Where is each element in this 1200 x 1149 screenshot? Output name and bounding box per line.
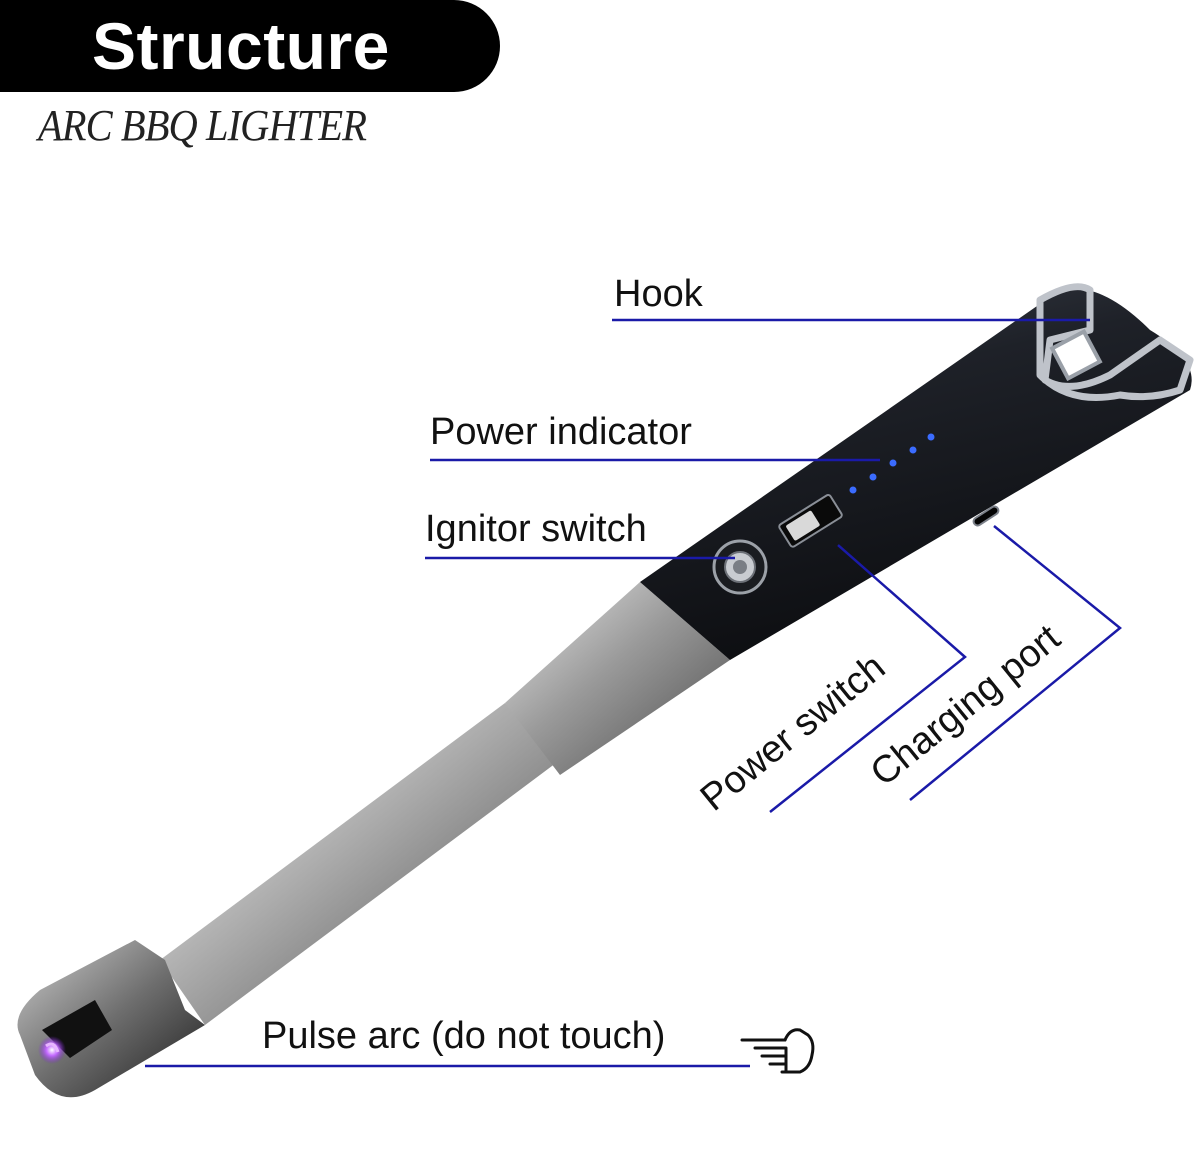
indicator-led — [889, 459, 897, 467]
pulse-arc-label: Pulse arc (do not touch) — [262, 1015, 666, 1057]
indicator-led — [909, 446, 917, 454]
hook-label: Hook — [614, 273, 703, 315]
power-switch-slider — [778, 494, 843, 548]
leader-lines — [145, 318, 1122, 1068]
ignitor-switch-label: Ignitor switch — [425, 508, 647, 550]
hook-end — [1036, 283, 1194, 401]
steel-rod — [160, 703, 560, 1025]
ignitor-button — [712, 539, 768, 595]
indicator-led — [927, 433, 935, 441]
indicator-led — [849, 486, 857, 494]
power-indicator-label: Power indicator — [430, 411, 692, 453]
power-indicator-leds — [849, 433, 935, 494]
hook-slot — [1049, 328, 1103, 382]
page-title: Structure — [92, 9, 390, 83]
indicator-led — [869, 473, 877, 481]
pointing-hand-icon — [740, 1028, 815, 1074]
header-banner: Structure — [0, 0, 500, 92]
charging-port-leader-line — [909, 525, 1122, 801]
arc-tip — [17, 940, 205, 1098]
arc-glow — [38, 1036, 66, 1064]
page-subtitle: ARC BBQ LIGHTER — [38, 101, 367, 150]
power-switch-leader-line — [769, 544, 967, 813]
handle-body — [640, 288, 1192, 660]
charging-port — [972, 505, 1000, 527]
collar — [505, 582, 730, 775]
